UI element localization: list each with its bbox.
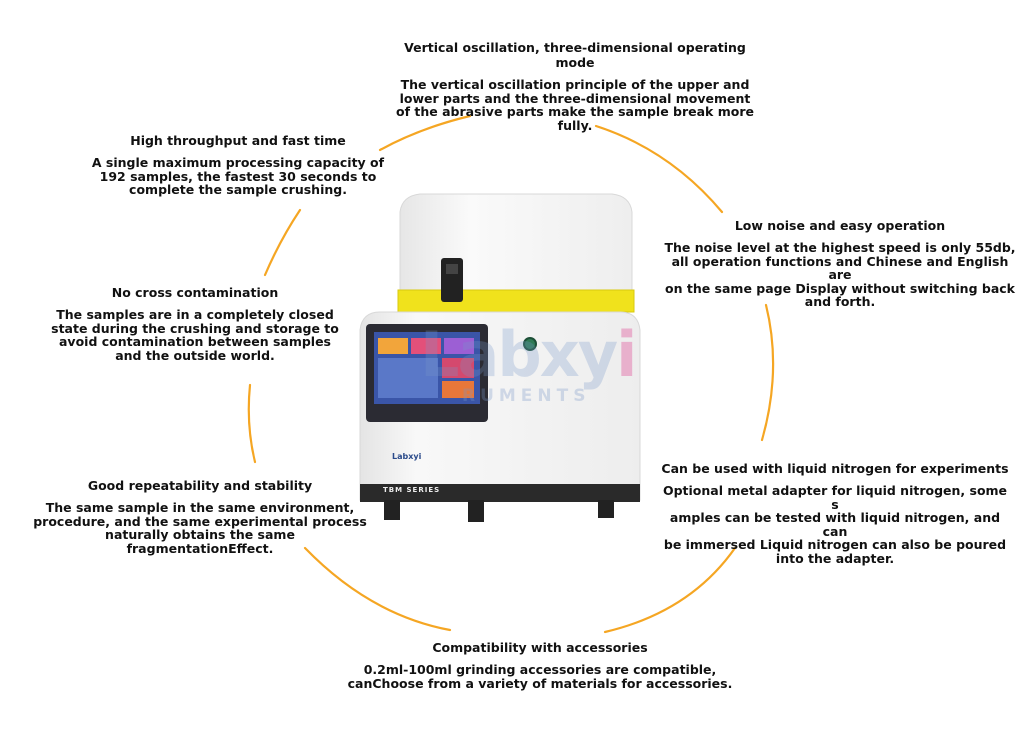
device-lid: [399, 193, 633, 293]
lid-yellow-band: [397, 289, 635, 313]
feature-title: High throughput and fast time: [130, 133, 346, 148]
device-foot-right: [598, 500, 614, 518]
feature-title: Compatibility with accessories: [432, 640, 648, 655]
brand-watermark-sub: RUMENTS: [462, 386, 591, 406]
arc-top-right: [594, 124, 724, 214]
arc-left-upper: [263, 208, 302, 277]
feature-description: Optional metal adapter for liquid nitrog…: [662, 483, 1008, 566]
feature-description: The same sample in the same environment,…: [33, 500, 367, 556]
arc-left-middle: [247, 383, 257, 464]
device-series-label: TBM SERIES: [383, 486, 441, 494]
arc-top-left: [378, 114, 472, 152]
arc-right-middle: [760, 303, 775, 442]
arc-bottom-right: [603, 546, 737, 634]
feature-title: Good repeatability and stability: [87, 478, 313, 493]
feature-description: 0.2ml-100ml grinding accessories are com…: [347, 662, 733, 691]
feature-accessories: Compatibility with accessories 0.2ml-100…: [340, 640, 740, 690]
arc-bottom-left: [303, 546, 452, 632]
feature-no-cross-contamination: No cross contamination The samples are i…: [40, 285, 350, 362]
brand-watermark: Labxyi: [420, 318, 637, 391]
feature-liquid-nitrogen: Can be used with liquid nitrogen for exp…: [660, 461, 1010, 565]
feature-low-noise: Low noise and easy operation The noise l…: [660, 218, 1020, 309]
feature-description: The vertical oscillation principle of th…: [396, 77, 754, 133]
device-bottom-strip: [360, 484, 640, 502]
feature-title: Can be used with liquid nitrogen for exp…: [661, 461, 1009, 476]
feature-title: No cross contamination: [111, 285, 279, 300]
feature-vertical-oscillation: Vertical oscillation, three-dimensional …: [385, 40, 765, 132]
feature-title: Vertical oscillation, three-dimensional …: [404, 40, 746, 70]
feature-repeatability: Good repeatability and stability The sam…: [30, 478, 370, 555]
feature-high-throughput: High throughput and fast time A single m…: [88, 133, 388, 197]
feature-title: Low noise and easy operation: [734, 218, 946, 233]
device-foot-left: [384, 500, 400, 520]
device-brand-label: Labxyi: [392, 452, 422, 461]
device-foot-mid: [468, 500, 484, 522]
status-indicator-light: [523, 337, 537, 351]
feature-description: The noise level at the highest speed is …: [664, 240, 1016, 309]
